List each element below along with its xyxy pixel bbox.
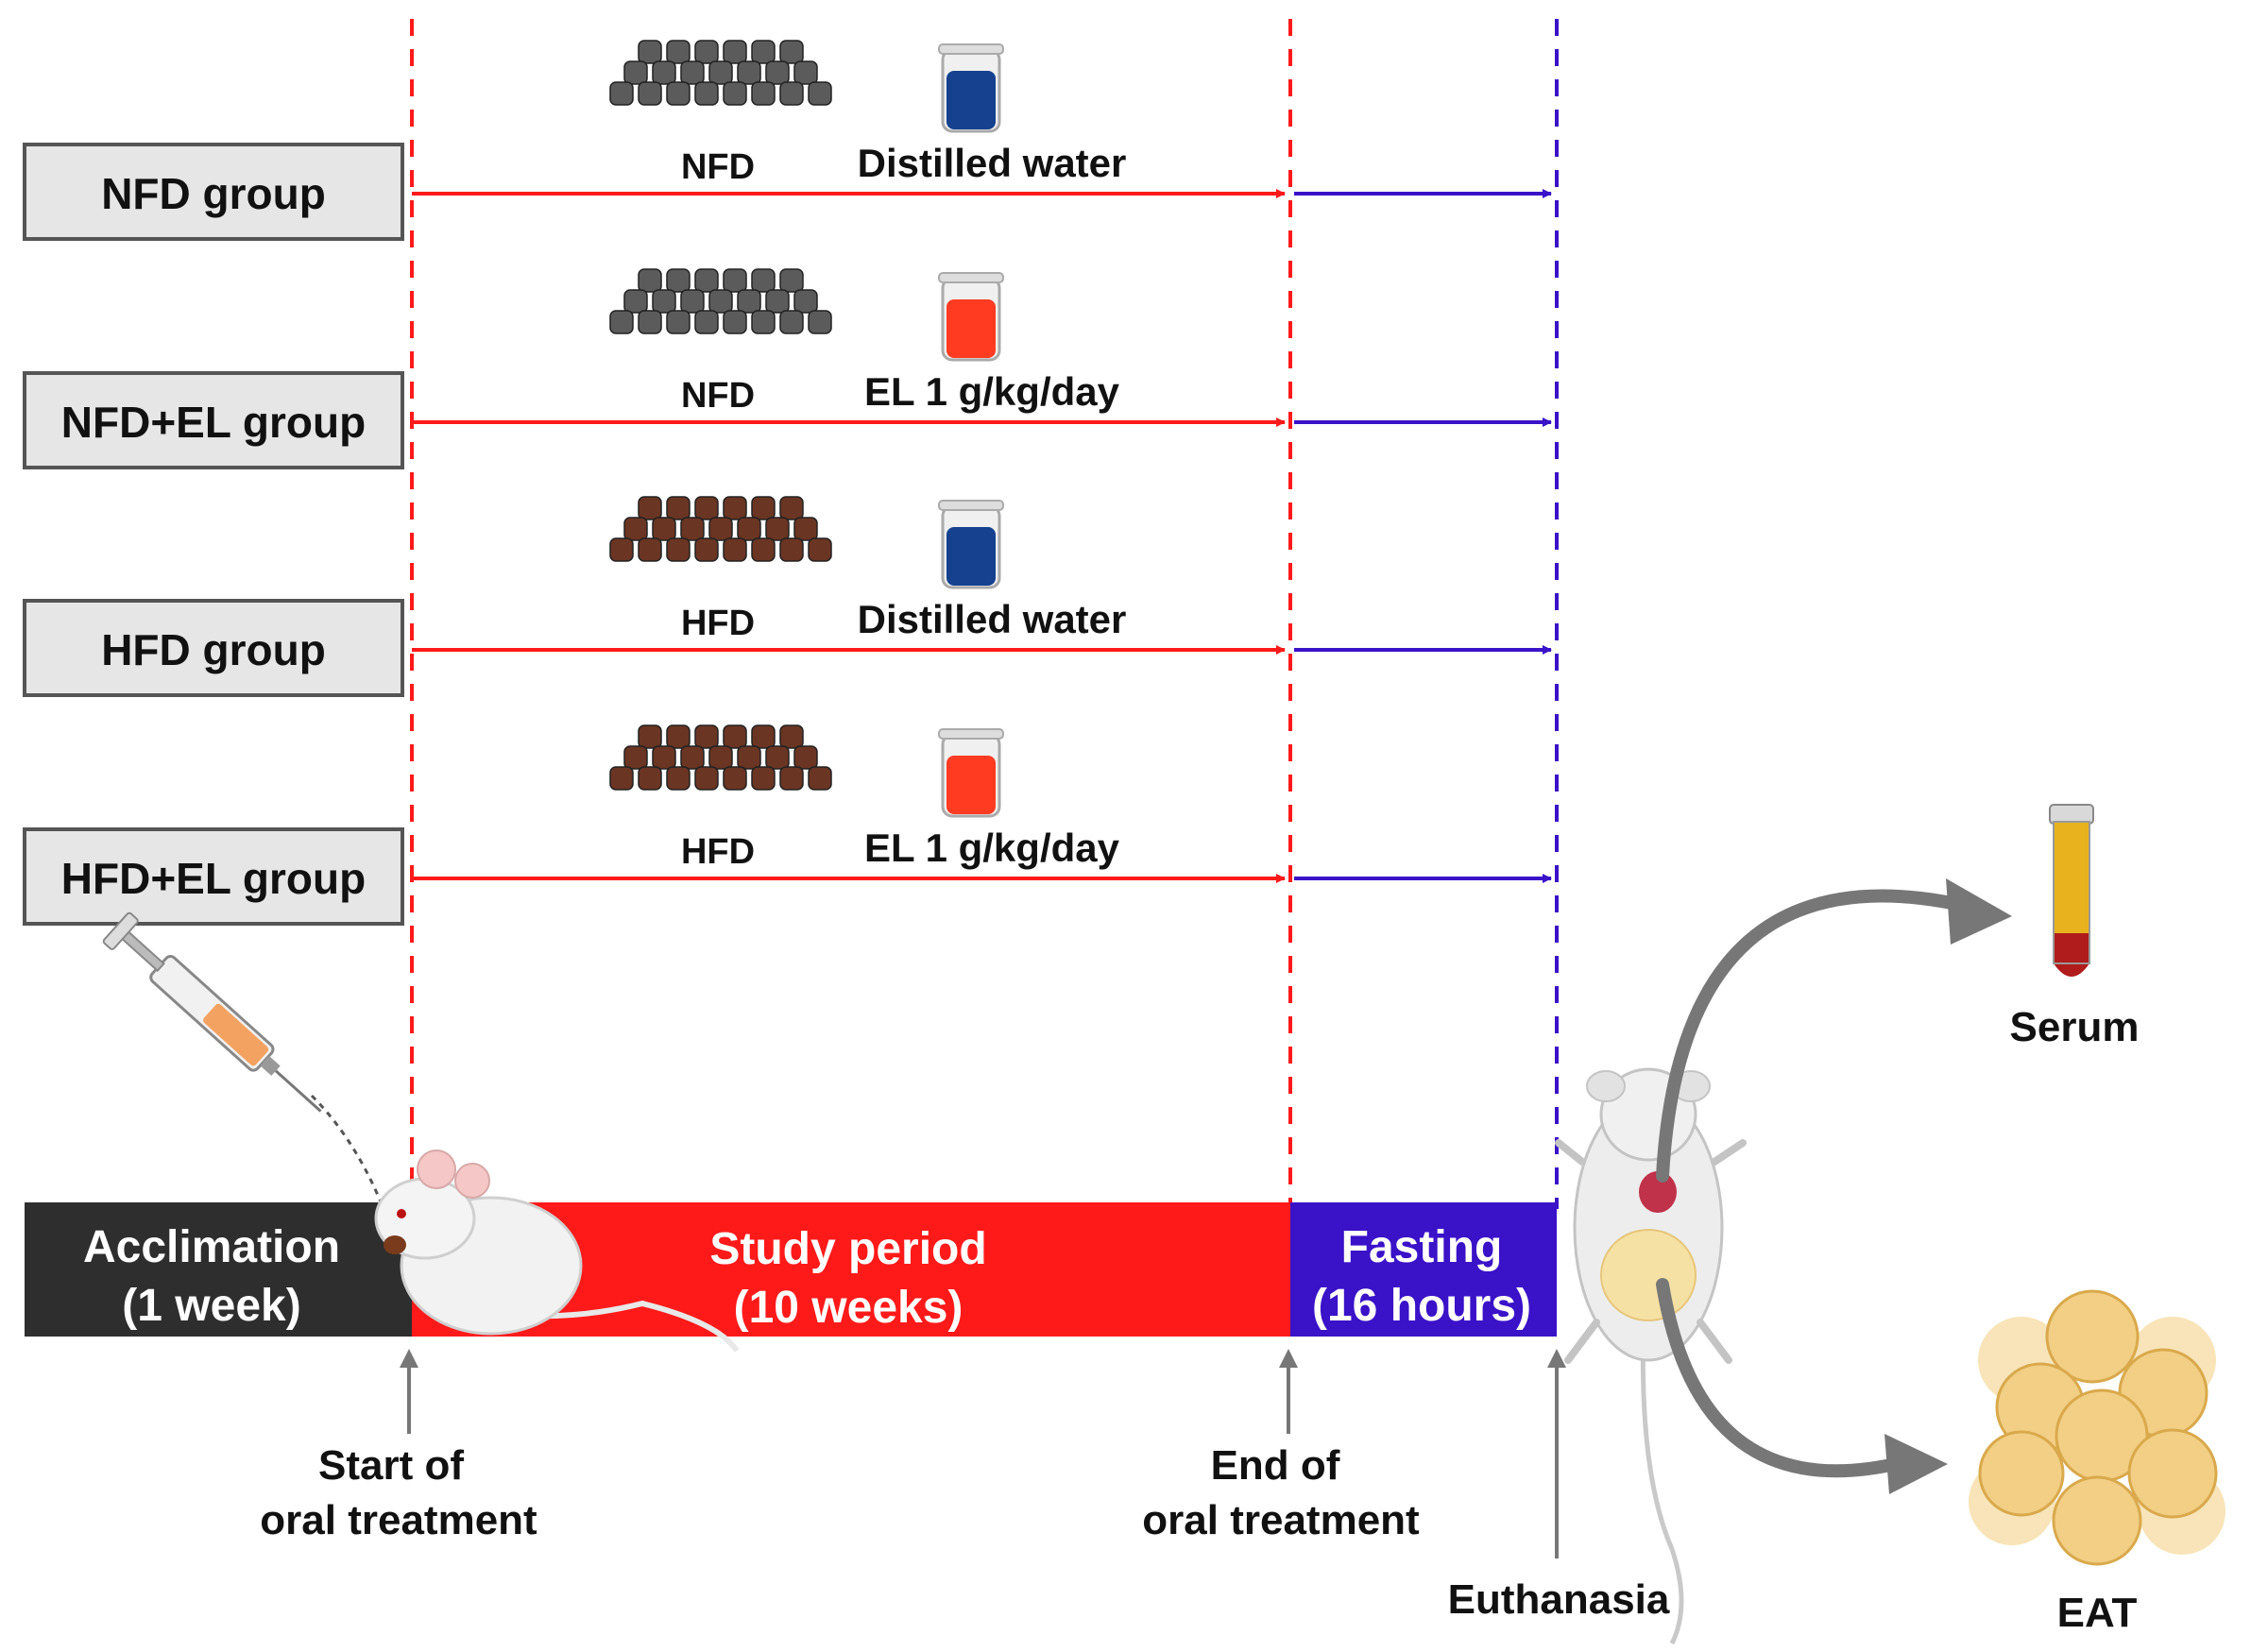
grey-pellets-icon <box>609 40 832 106</box>
dissected-mouse-icon <box>1555 1067 1747 1645</box>
diet-label: NFD <box>681 147 755 187</box>
blood-tube-icon <box>2049 804 2094 977</box>
study-period-duration: (10 weeks) <box>734 1283 963 1333</box>
diet-label: HFD <box>681 832 755 872</box>
blue-beaker-icon <box>938 500 1004 589</box>
liquid-label: EL 1 g/kg/day <box>864 369 1120 414</box>
start-treatment-marker <box>400 1349 418 1434</box>
acclimation-duration: (1 week) <box>122 1281 300 1331</box>
group-row: HFD group HFD Distilled water <box>23 496 1552 697</box>
group-box <box>23 371 404 469</box>
group-name: HFD+EL group <box>61 854 366 903</box>
liquid-label: EL 1 g/kg/day <box>864 826 1120 870</box>
adipose-tissue-icon <box>1969 1289 2225 1566</box>
group-row: NFD group NFD Distilled water <box>23 40 1552 241</box>
syringe-icon <box>102 911 322 1113</box>
group-name: NFD+EL group <box>61 398 366 447</box>
fasting-duration: (16 hours) <box>1312 1281 1531 1331</box>
group-box <box>23 827 404 926</box>
acclimation-label: Acclimation <box>83 1222 340 1272</box>
fasting-label: Fasting <box>1341 1222 1503 1272</box>
brown-pellets-icon <box>609 724 832 791</box>
group-row: NFD+EL group NFD EL 1 g/kg/day <box>23 268 1552 469</box>
mouse-icon <box>374 1150 740 1353</box>
euthanasia-label: Euthanasia <box>1448 1576 1670 1623</box>
diet-label: HFD <box>681 604 755 643</box>
gavage-tube <box>310 1094 389 1219</box>
group-row: HFD+EL group HFD EL 1 g/kg/day <box>23 724 1552 926</box>
group-name: NFD group <box>101 169 326 218</box>
red-beaker-icon <box>938 272 1004 362</box>
brown-pellets-icon <box>609 496 832 562</box>
blue-beaker-icon <box>938 43 1004 133</box>
group-name: HFD group <box>101 625 326 674</box>
study-period-label: Study period <box>709 1224 986 1274</box>
group-box <box>23 143 404 241</box>
end-marker-line2: oral treatment <box>1142 1497 1420 1543</box>
start-marker-line2: oral treatment <box>260 1497 537 1543</box>
start-marker-line1: Start of <box>318 1442 464 1489</box>
end-marker-line1: End of <box>1211 1442 1340 1489</box>
end-treatment-marker <box>1279 1349 1298 1434</box>
red-beaker-icon <box>938 728 1004 818</box>
euthanasia-marker <box>1547 1349 1566 1558</box>
liquid-label: Distilled water <box>858 597 1127 641</box>
serum-label: Serum <box>2010 1004 2140 1050</box>
liquid-label: Distilled water <box>858 141 1127 185</box>
grey-pellets-icon <box>609 268 832 334</box>
diet-label: NFD <box>681 376 755 416</box>
acclimation-bar <box>25 1202 412 1337</box>
fasting-bar <box>1290 1202 1557 1337</box>
eat-arrow <box>1656 1278 1910 1478</box>
group-box <box>23 599 404 697</box>
eat-label: EAT <box>2057 1590 2138 1636</box>
serum-arrow <box>1656 889 1976 1183</box>
